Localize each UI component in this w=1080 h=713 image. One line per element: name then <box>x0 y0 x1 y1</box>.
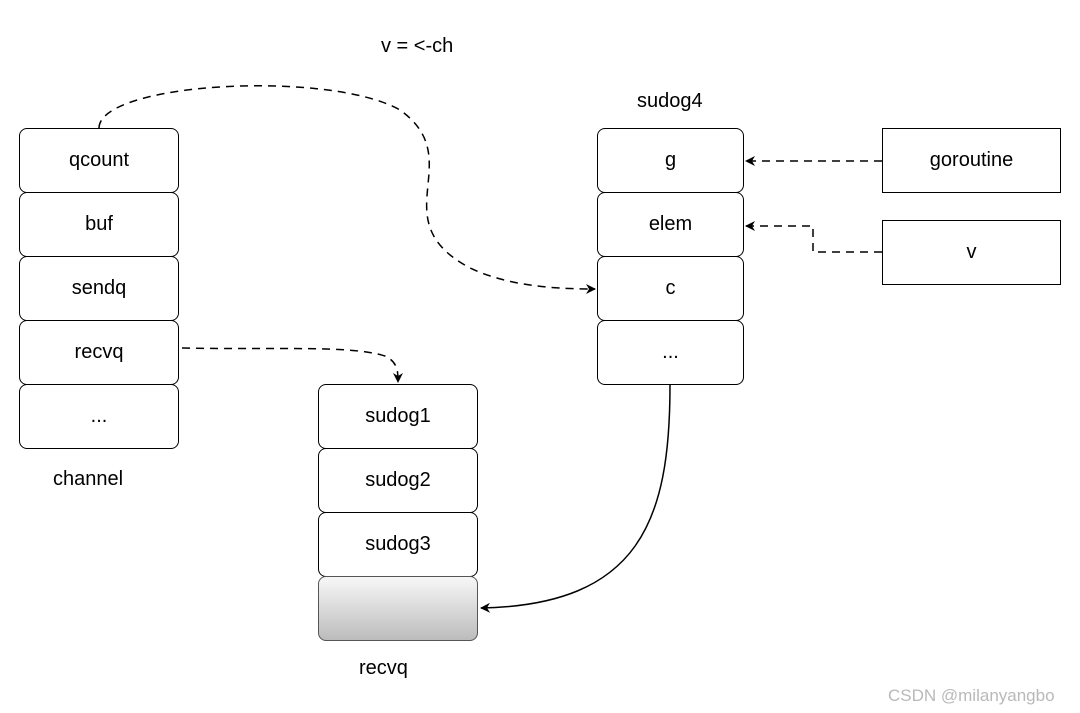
v-box: v <box>882 220 1061 285</box>
arrow-recvq-to-sudog1 <box>181 347 403 383</box>
watermark: CSDN @milanyangbo <box>888 686 1055 705</box>
sudog4-field-elem: elem <box>597 192 744 257</box>
sudog4-field-c: c <box>597 256 744 321</box>
code-statement: v = <-ch <box>381 35 454 57</box>
channel-field-recvq: recvq <box>19 320 179 385</box>
recvq-item-sudog3: sudog3 <box>318 512 478 577</box>
sudog4-field-g: g <box>597 128 744 193</box>
recvq-item-sudog2: sudog2 <box>318 448 478 513</box>
channel-field-qcount: qcount <box>19 128 179 193</box>
channel-field-sendq: sendq <box>19 256 179 321</box>
sudog4-label: sudog4 <box>637 90 703 112</box>
sudog4-field-more: ... <box>597 320 744 385</box>
channel-label: channel <box>53 468 124 490</box>
arrow-v-to-elem <box>745 221 882 253</box>
goroutine-box: goroutine <box>882 128 1061 193</box>
recvq-tail-slot <box>318 576 478 641</box>
arrow-sudog4-to-recvq-tail <box>480 384 671 613</box>
channel-field-buf: buf <box>19 192 179 257</box>
recvq-label: recvq <box>359 657 408 679</box>
recvq-item-sudog1: sudog1 <box>318 384 478 449</box>
channel-field-more: ... <box>19 384 179 449</box>
